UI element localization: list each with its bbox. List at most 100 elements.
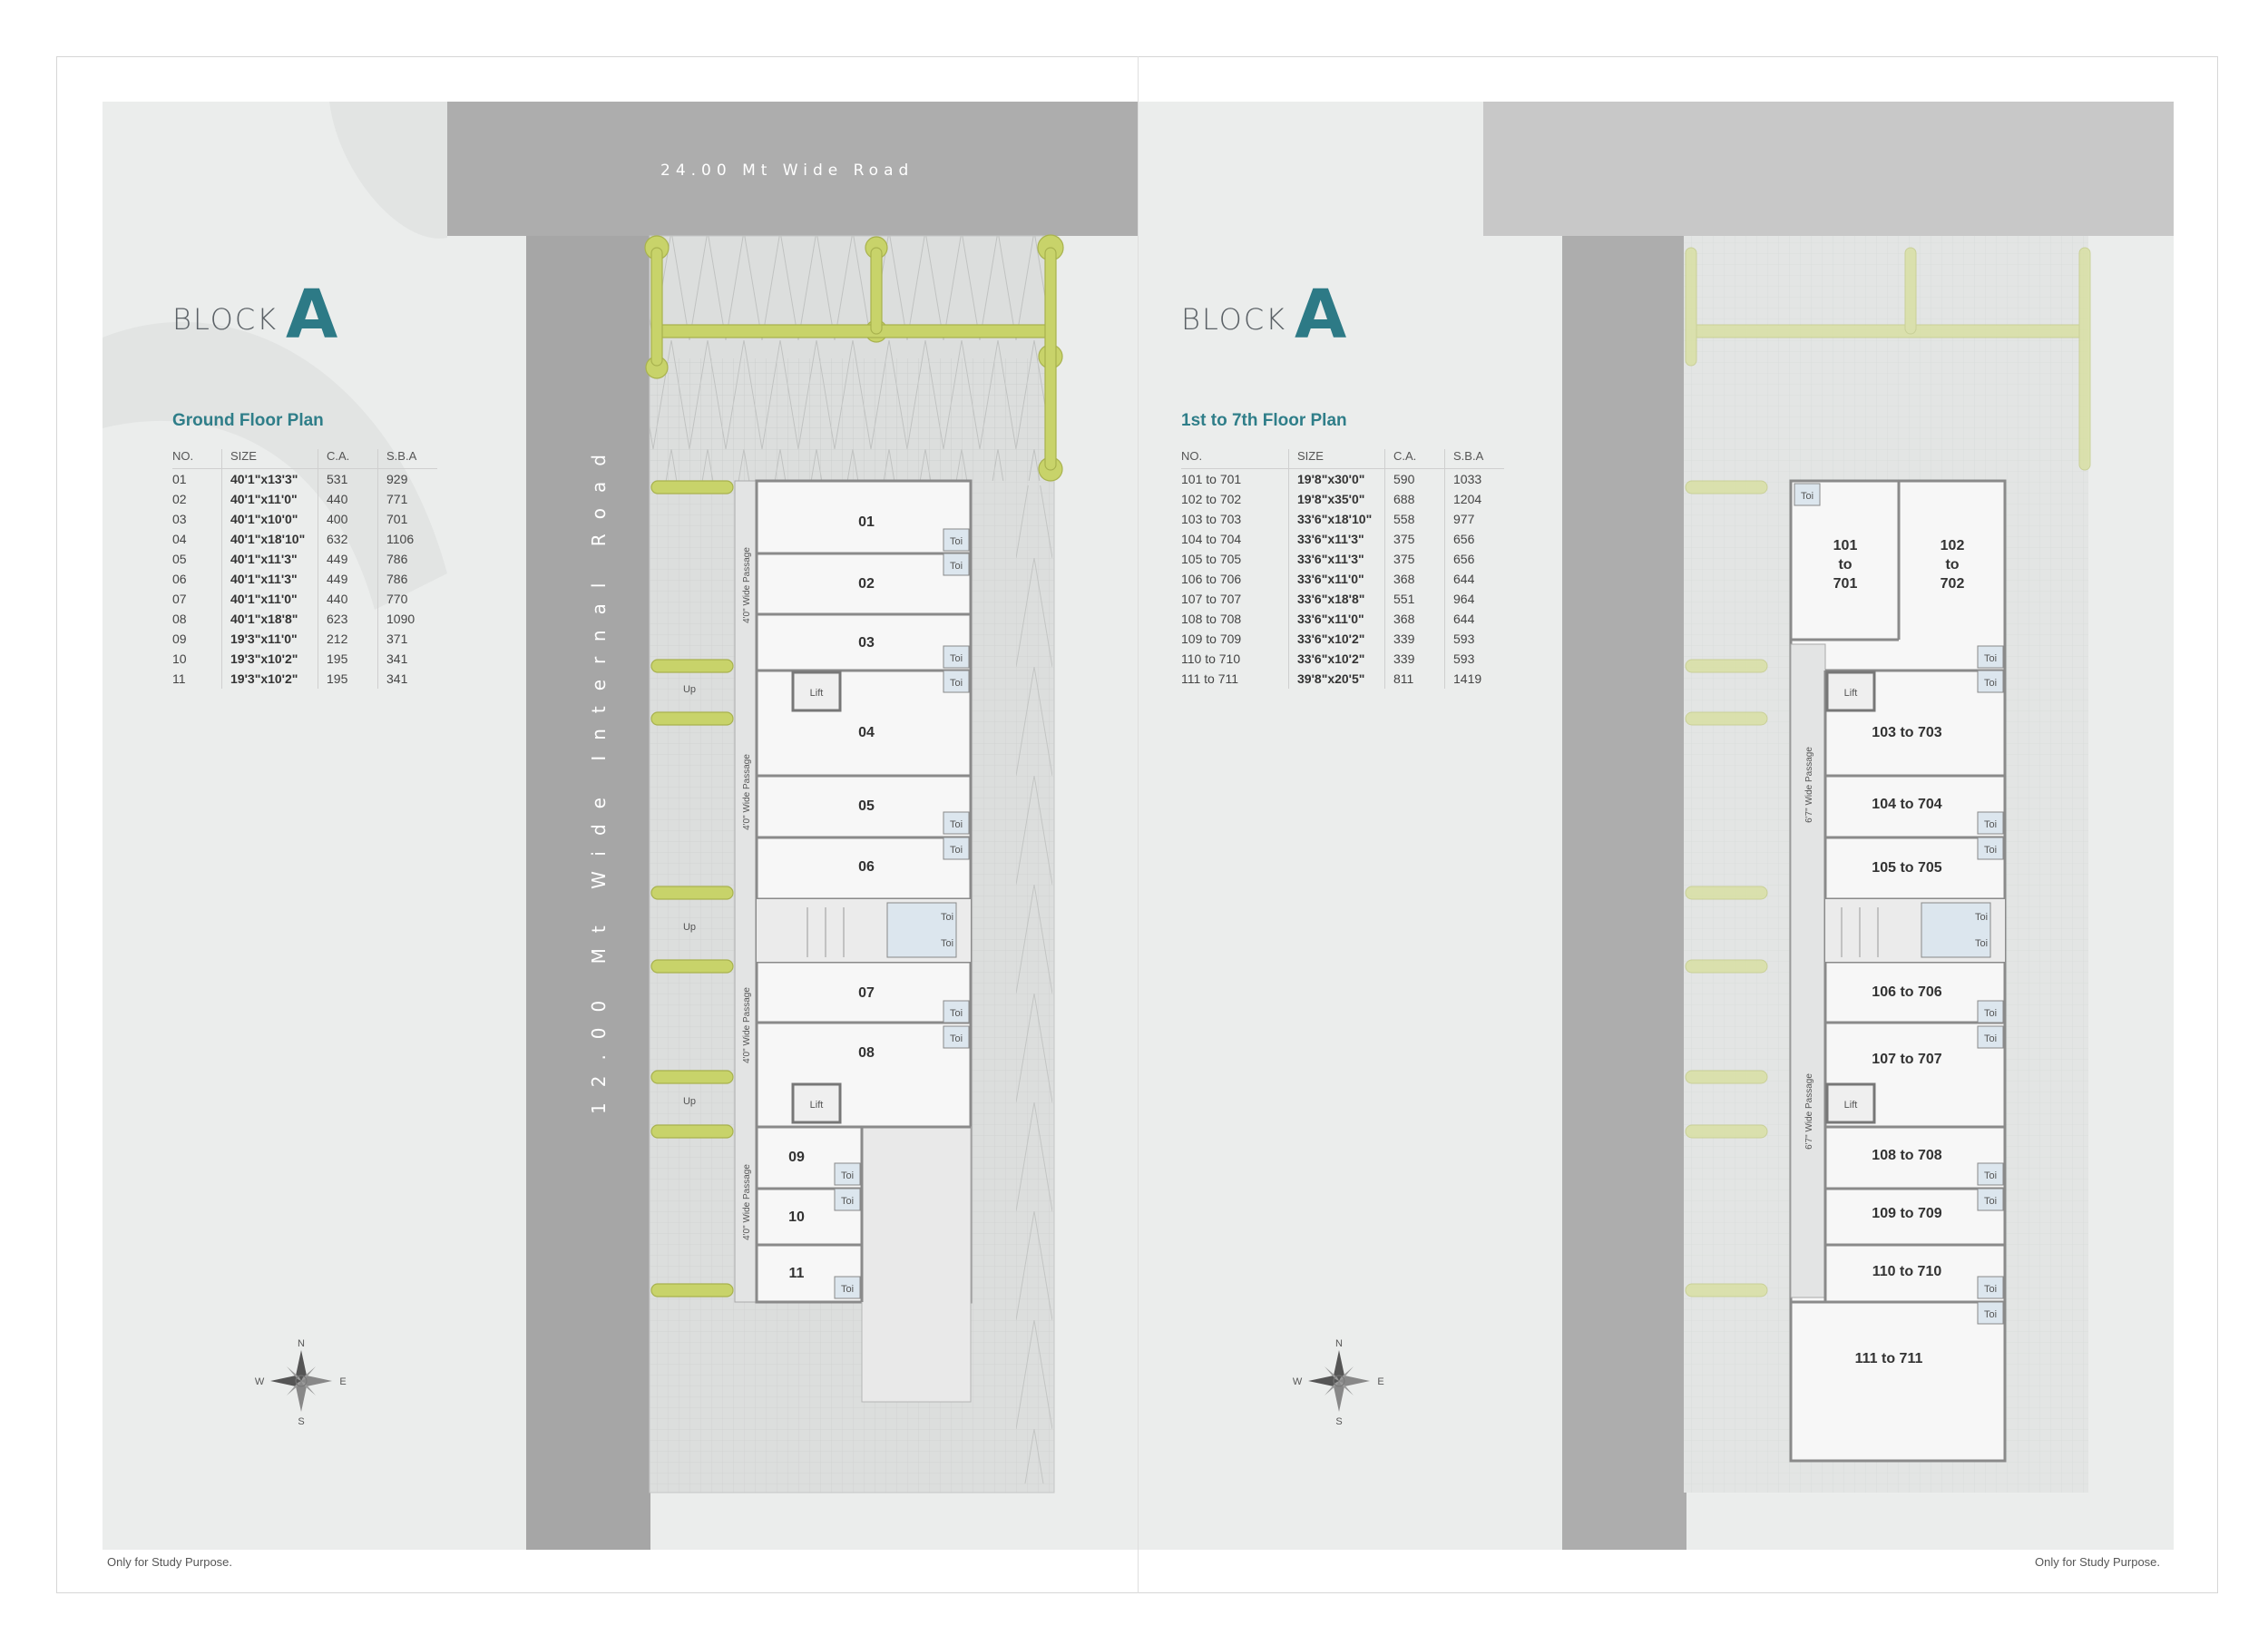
unit-101-label: 101 xyxy=(1833,538,1858,553)
cell-size: 33'6"x11'3" xyxy=(1288,549,1385,569)
passage-label: 4'0" Wide Passage xyxy=(742,987,752,1063)
cell-ca: 195 xyxy=(318,649,378,669)
toilet-label: Toi xyxy=(1984,819,1997,830)
toilet-label: Toi xyxy=(950,845,963,856)
toilet-label: Toi xyxy=(1975,912,1988,923)
col-no: NO. xyxy=(172,449,222,469)
toilet-label: Toi xyxy=(841,1284,854,1295)
toilet-label: Toi xyxy=(1984,1196,1997,1207)
unit-10-label: 10 xyxy=(788,1209,805,1225)
block-letter: A xyxy=(286,276,338,354)
cell-sba: 593 xyxy=(1444,629,1504,649)
unit-108-label: 108 to 708 xyxy=(1872,1148,1941,1163)
unit-09-label: 09 xyxy=(788,1150,805,1165)
cell-ca: 449 xyxy=(318,569,378,589)
cell-size: 40'1"x10'0" xyxy=(221,509,318,529)
toilet-label: Toi xyxy=(1984,845,1997,856)
compass-w: W xyxy=(1293,1376,1303,1387)
unit-109-label: 109 to 709 xyxy=(1872,1206,1941,1221)
ground-floor-plan: 01 02 03 04 05 06 07 08 09 10 11 Toi Toi… xyxy=(644,234,1064,1493)
toilet-label: Toi xyxy=(841,1196,854,1207)
col-ca: C.A. xyxy=(318,449,378,469)
cell-size: 33'6"x11'0" xyxy=(1288,569,1385,589)
cell-sba: 1033 xyxy=(1444,468,1504,489)
cell-size: 33'6"x10'2" xyxy=(1288,629,1385,649)
toilet-label: Toi xyxy=(1984,1033,1997,1044)
unit-11-label: 11 xyxy=(789,1266,805,1281)
passage-label: 6'7" Wide Passage xyxy=(1804,1073,1814,1150)
cell-size: 40'1"x13'3" xyxy=(221,468,318,489)
cell-no: 103 to 703 xyxy=(1181,512,1242,526)
cell-ca: 551 xyxy=(1384,589,1445,609)
cell-no: 09 xyxy=(172,632,187,646)
block-label: BLOCK xyxy=(172,302,279,337)
toilet-label: Toi xyxy=(1975,938,1988,949)
cell-no: 105 to 705 xyxy=(1181,552,1242,566)
toilet-label: Toi xyxy=(950,561,963,572)
footer-note-left: Only for Study Purpose. xyxy=(107,1555,233,1569)
cell-sba: 644 xyxy=(1444,609,1504,629)
cell-sba: 1106 xyxy=(377,529,437,549)
cell-sba: 929 xyxy=(377,468,437,489)
cell-no: 08 xyxy=(172,612,187,626)
cell-ca: 632 xyxy=(318,529,378,549)
col-no: NO. xyxy=(1181,449,1289,469)
cell-sba: 786 xyxy=(377,569,437,589)
cell-ca: 375 xyxy=(1384,549,1445,569)
cell-sba: 341 xyxy=(377,669,437,689)
unit-107-label: 107 to 707 xyxy=(1872,1052,1941,1067)
cell-ca: 339 xyxy=(1384,629,1445,649)
stair-up-label: Up xyxy=(683,1096,696,1107)
cell-size: 40'1"x18'8" xyxy=(221,609,318,629)
cell-ca: 623 xyxy=(318,609,378,629)
cell-sba: 1204 xyxy=(1444,489,1504,509)
plan-title: Ground Floor Plan xyxy=(172,411,324,430)
unit-101-label: 701 xyxy=(1833,576,1858,592)
col-ca: C.A. xyxy=(1384,449,1445,469)
cell-size: 33'6"x10'2" xyxy=(1288,649,1385,669)
cell-ca: 339 xyxy=(1384,649,1445,669)
passage-label: 6'7" Wide Passage xyxy=(1804,747,1814,823)
compass-e: E xyxy=(1377,1376,1383,1387)
cell-sba: 770 xyxy=(377,589,437,609)
toilet-label: Toi xyxy=(950,819,963,830)
cell-ca: 375 xyxy=(1384,529,1445,549)
cell-ca: 440 xyxy=(318,489,378,509)
cell-size: 33'6"x18'10" xyxy=(1288,509,1385,529)
unit-102-label: to xyxy=(1945,557,1959,573)
cell-no: 101 to 701 xyxy=(1181,472,1242,486)
compass-rose-icon: N S E W xyxy=(255,1338,347,1425)
unit-05-label: 05 xyxy=(858,798,875,814)
unit-101-label: to xyxy=(1838,557,1852,573)
cell-size: 40'1"x11'0" xyxy=(221,589,318,609)
toilet-label: Toi xyxy=(1984,678,1997,689)
cell-no: 06 xyxy=(172,572,187,586)
compass-rose-icon: N S E W xyxy=(1293,1338,1384,1425)
cell-sba: 771 xyxy=(377,489,437,509)
cell-no: 108 to 708 xyxy=(1181,612,1242,626)
toilet-label: Toi xyxy=(841,1170,854,1181)
unit-105-label: 105 to 705 xyxy=(1872,860,1941,876)
col-size: SIZE xyxy=(1288,449,1385,469)
col-sba: S.B.A xyxy=(377,449,437,469)
cell-no: 104 to 704 xyxy=(1181,532,1242,546)
cell-no: 07 xyxy=(172,592,187,606)
cell-no: 106 to 706 xyxy=(1181,572,1242,586)
cell-sba: 656 xyxy=(1444,529,1504,549)
cell-size: 40'1"x11'3" xyxy=(221,549,318,569)
unit-102-label: 102 xyxy=(1941,538,1965,553)
cell-size: 40'1"x18'10" xyxy=(221,529,318,549)
lift-label: Lift xyxy=(1844,688,1858,699)
